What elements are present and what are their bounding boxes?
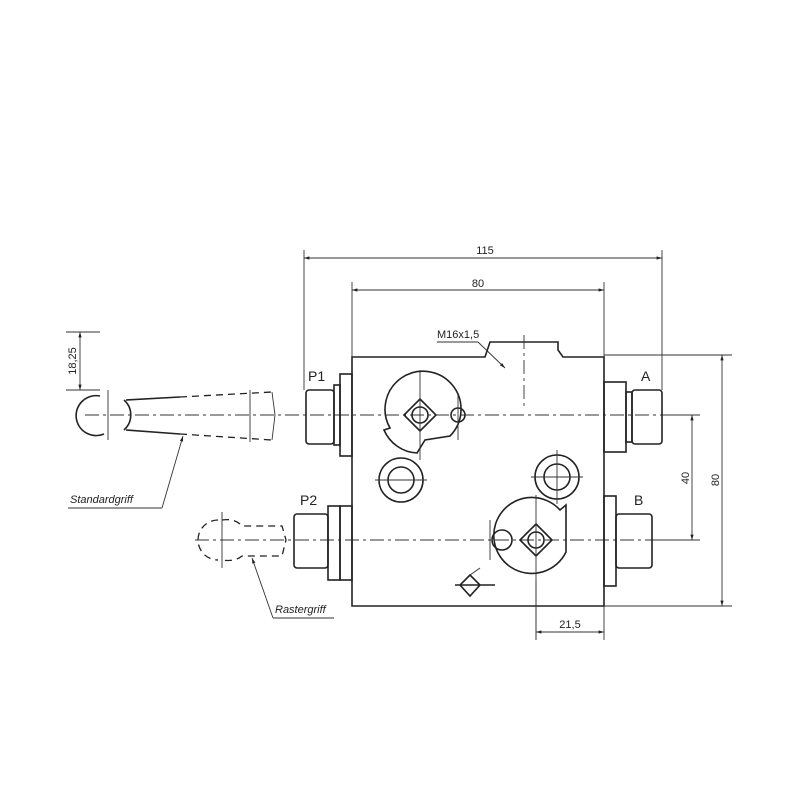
thread-note: M16x1,5 (437, 329, 506, 369)
check-valve-symbol (455, 567, 495, 598)
dimension-21-5: 21,5 (535, 580, 605, 640)
dimension-label: 80 (710, 474, 722, 486)
dimension-label: 80 (472, 278, 484, 290)
svg-text:M16x1,5: M16x1,5 (437, 329, 479, 341)
dimension-label: 115 (476, 245, 494, 257)
standard-handle: Standardgriff (68, 390, 276, 509)
port-label-a: A (641, 368, 651, 384)
dimension-80-horizontal: 80 (351, 278, 605, 357)
port-p2-fitting: P2 (293, 492, 353, 581)
dimension-18-25: 18,25 (66, 331, 100, 391)
valve-block (351, 335, 605, 607)
upper-lever-cam (382, 370, 466, 460)
port-label-p1: P1 (308, 368, 325, 384)
dimension-40: 40 (652, 414, 700, 541)
port-b-fitting: B (603, 492, 653, 587)
dimension-115: 115 (303, 245, 663, 390)
port-label-p2: P2 (300, 492, 317, 508)
dimension-80-vertical: 80 (604, 354, 732, 607)
dimension-label: 40 (680, 472, 692, 484)
dimension-label: 18,25 (67, 347, 79, 375)
detent-handle: Rastergriff (197, 512, 334, 619)
dimension-label: 21,5 (559, 619, 580, 631)
standard-handle-label: Standardgriff (70, 494, 134, 506)
port-p1-fitting: P1 (305, 368, 353, 457)
lower-lever-cam (489, 495, 567, 640)
port-label-b: B (634, 492, 643, 508)
port-a-fitting: A (603, 368, 663, 453)
mounting-holes (375, 450, 583, 504)
detent-handle-label: Rastergriff (275, 604, 327, 616)
